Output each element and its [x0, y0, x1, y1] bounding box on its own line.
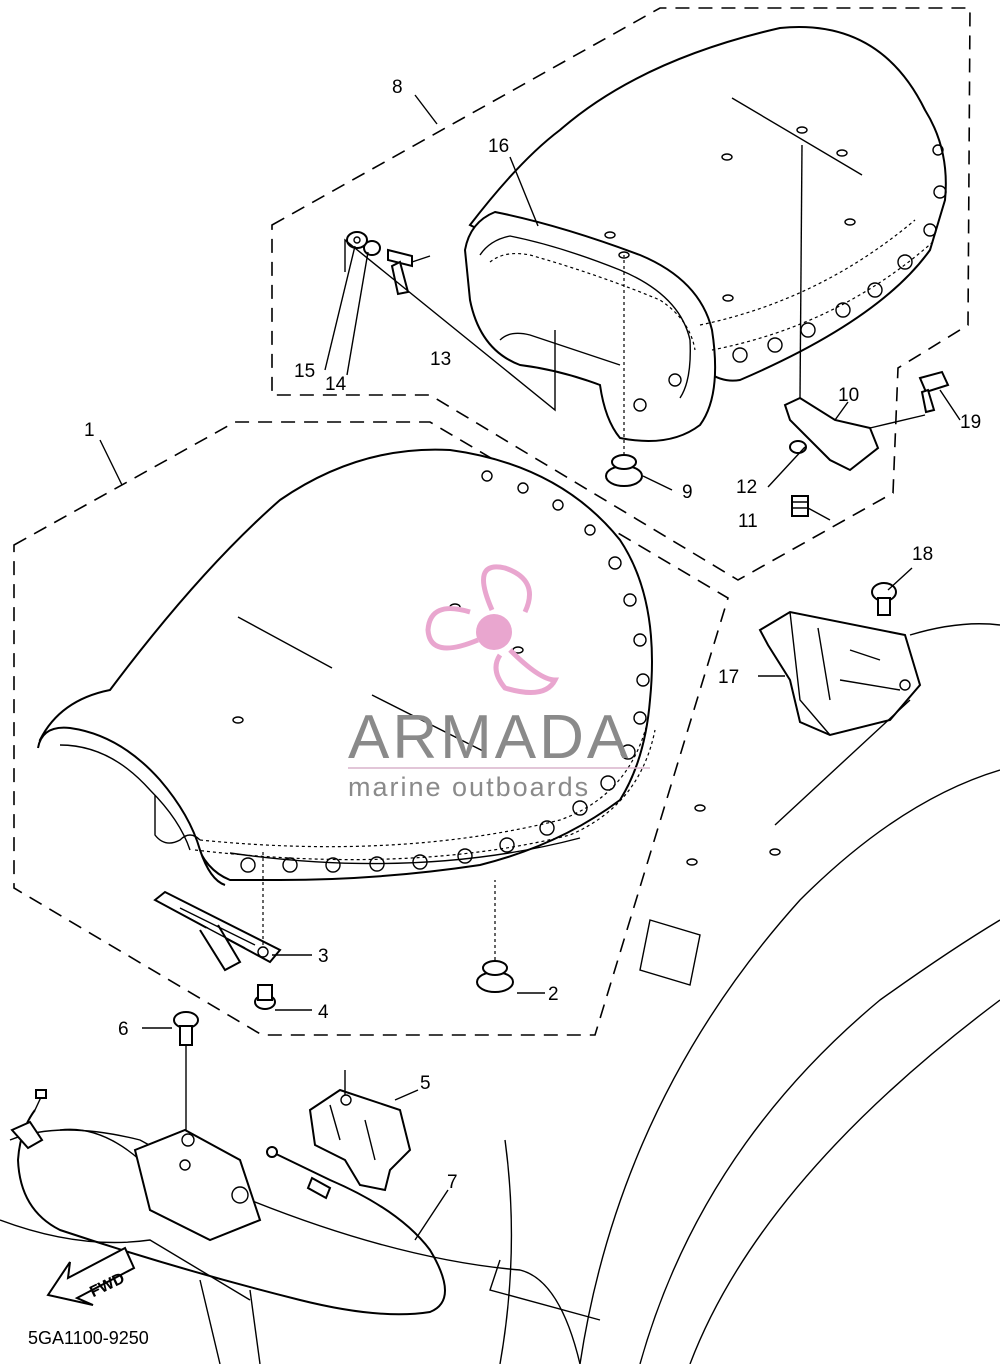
bolt-13-guide [344, 238, 556, 412]
callout-3: 3 [318, 946, 329, 967]
bolt-18 [871, 582, 897, 616]
callout-12: 12 [736, 477, 757, 498]
washer-12 [789, 440, 807, 454]
rear-seat [463, 26, 947, 443]
bolt-4 [254, 984, 276, 1010]
callout-13: 13 [430, 349, 451, 370]
callout-14: 14 [325, 374, 347, 395]
callout-18: 18 [912, 544, 933, 565]
seat-cable [10, 1089, 446, 1316]
front-seat [37, 448, 656, 886]
damper-rear [605, 255, 643, 487]
callout-4: 4 [318, 1002, 329, 1023]
forward-arrow-icon: FWD [46, 1246, 136, 1306]
seat-bracket-rear [783, 144, 926, 472]
callout-2: 2 [548, 984, 559, 1005]
watermark-brand: ARMADA [348, 703, 631, 772]
bracket-17 [758, 610, 922, 856]
callout-7: 7 [447, 1172, 458, 1193]
bolt-6 [173, 1011, 199, 1140]
bolt-11 [791, 495, 809, 517]
callout-16: 16 [488, 136, 509, 157]
rear-seat-group-boundary [271, 7, 971, 581]
drawing-code: 5GA1100-9250 [28, 1328, 149, 1348]
callout-15: 15 [294, 361, 315, 382]
callout-8: 8 [392, 77, 403, 98]
watermark-tagline: marine outboards [348, 772, 590, 802]
callout-9: 9 [682, 482, 693, 503]
damper-front [476, 880, 514, 993]
callout-17: 17 [718, 667, 739, 688]
bolt-19 [918, 370, 950, 414]
bolt-13 [387, 248, 413, 296]
callout-6: 6 [118, 1019, 129, 1040]
leader-lines [99, 94, 961, 1241]
callout-1: 1 [84, 420, 95, 441]
callout-5: 5 [420, 1073, 431, 1094]
seat-switch [308, 1070, 412, 1192]
callout-19: 19 [960, 412, 981, 433]
armada-watermark: ARMADA marine outboards [348, 564, 650, 802]
washer-14 [363, 240, 381, 256]
propeller-logo-icon [425, 564, 560, 695]
frame-structure [0, 623, 1000, 1364]
callout-11: 11 [738, 511, 758, 532]
front-seat-group-boundary [13, 421, 729, 1036]
callouts: 1 2 3 4 5 6 7 8 9 10 11 12 13 14 15 16 1… [84, 77, 981, 1193]
seat-bracket-front [153, 850, 282, 972]
washer-15 [346, 231, 368, 249]
callout-10: 10 [838, 385, 859, 406]
